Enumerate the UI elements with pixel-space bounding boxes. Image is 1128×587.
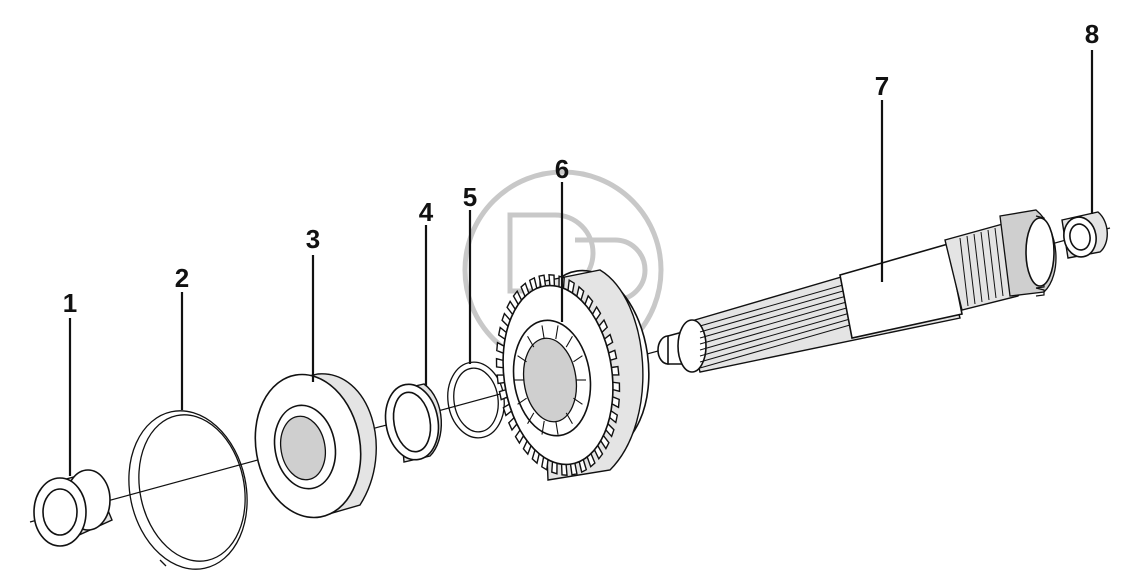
- part-4-spacer: [384, 383, 442, 463]
- collar-thread-line: [980, 231, 990, 301]
- gear-spline-line: [517, 355, 527, 363]
- end-gear-tooth: [1035, 287, 1045, 297]
- shaft-spline-line: [699, 324, 851, 369]
- gear-spline-line: [527, 412, 535, 425]
- gear-spline-line: [541, 420, 545, 435]
- shaft-spline-line: [699, 288, 851, 333]
- callout-1: 1: [63, 288, 77, 318]
- part-8-end-bushing: [1061, 211, 1108, 259]
- shaft-spline-line: [699, 294, 851, 339]
- gear-spline-line: [565, 412, 573, 425]
- shaft-spline-line: [699, 300, 851, 345]
- gear-spline-line: [565, 335, 573, 348]
- callout-7: 7: [875, 71, 889, 101]
- callout-4: 4: [419, 197, 434, 227]
- shaft-spline-line: [699, 282, 851, 327]
- part-6-gear: [495, 269, 650, 481]
- collar-thread-line: [994, 227, 1004, 297]
- callout-5: 5: [463, 182, 477, 212]
- collar-thread-line: [973, 233, 983, 303]
- gear-spline-line: [573, 397, 583, 405]
- collar-thread-line: [987, 229, 997, 299]
- part-7-shaft: [657, 209, 1057, 373]
- leader-lines: [68, 50, 1094, 476]
- collar-thread-line: [966, 235, 976, 305]
- gear-spline-line: [555, 325, 559, 340]
- callout-labels: 1 2 3 4 5 6 7 8: [63, 19, 1099, 318]
- gear-spline-line: [573, 355, 583, 363]
- gear-spline-line: [517, 397, 527, 405]
- collar-thread-line: [959, 237, 969, 307]
- shaft-spline-line: [699, 312, 851, 357]
- callout-8: 8: [1085, 19, 1099, 49]
- shaft-spline-line: [699, 306, 851, 351]
- callout-6: 6: [555, 154, 569, 184]
- part-1-bushing: [33, 469, 113, 547]
- gear-spline-line: [555, 420, 559, 435]
- shaft-spline-line: [699, 318, 851, 363]
- callout-3: 3: [306, 224, 320, 254]
- part-2-snap-ring: [128, 410, 248, 570]
- part-3-bearing: [254, 373, 377, 519]
- callout-2: 2: [175, 263, 189, 293]
- gear-spline-line: [541, 325, 545, 340]
- gear-spline-line: [527, 335, 535, 348]
